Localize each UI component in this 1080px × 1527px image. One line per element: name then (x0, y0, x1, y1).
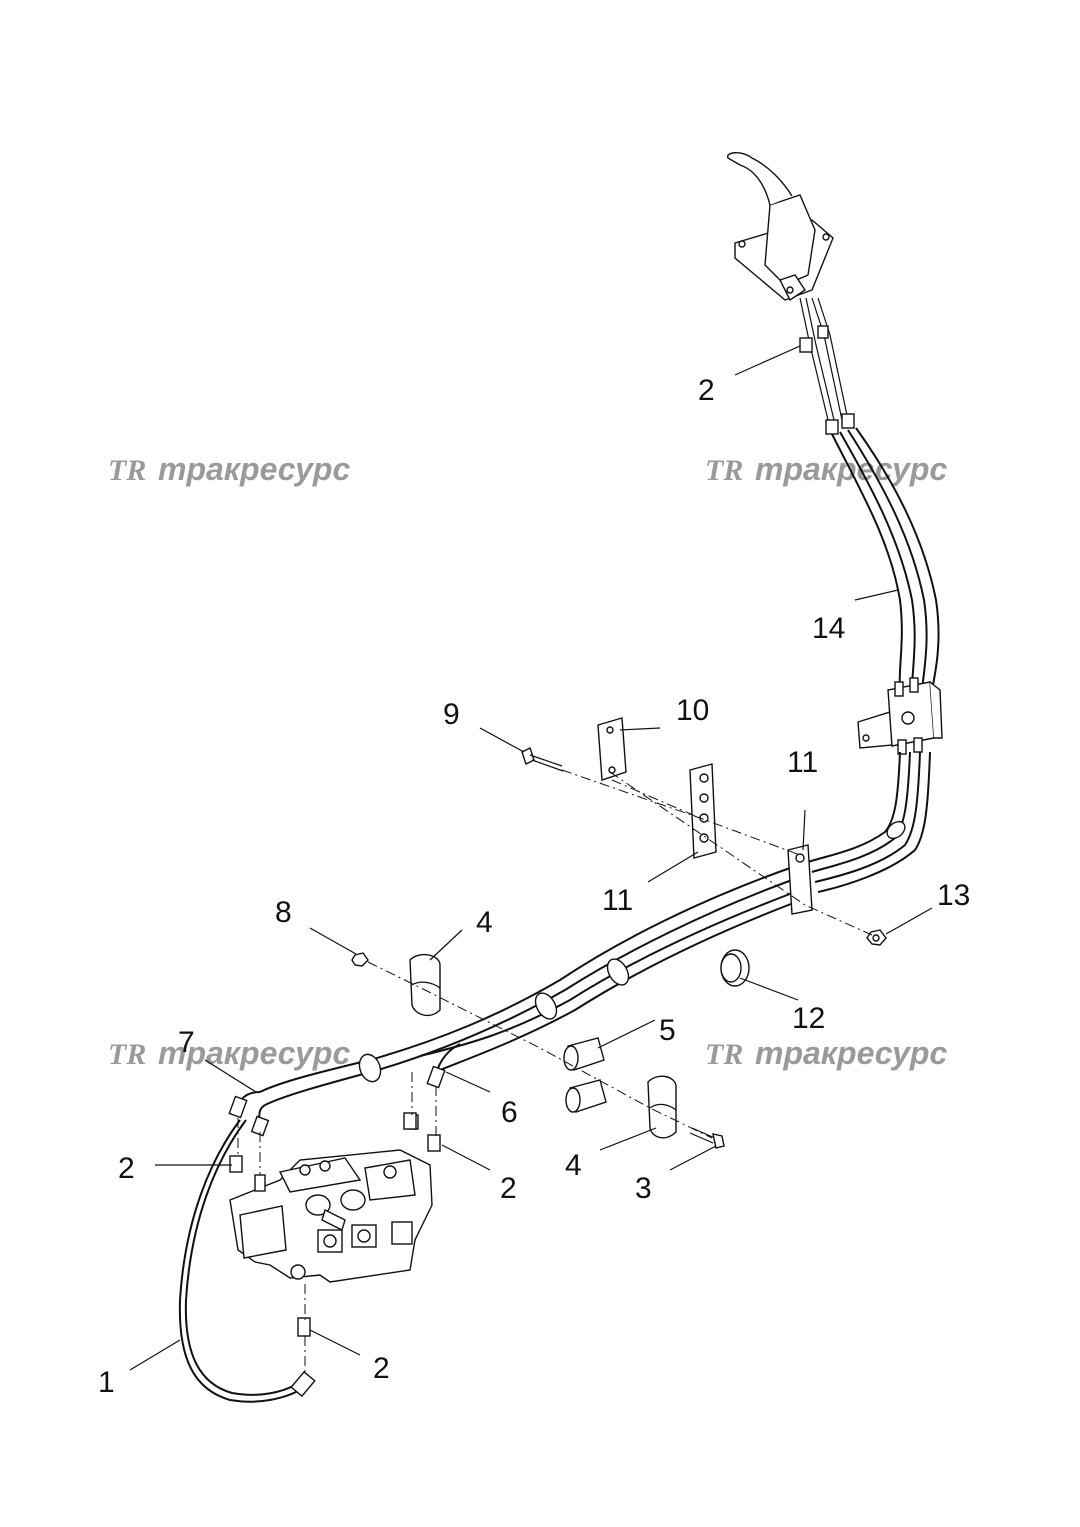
main-control-valve (229, 1114, 441, 1283)
hose-sleeve (534, 992, 558, 1020)
callout-4: 4 (476, 906, 493, 939)
hose-item-6 (426, 1043, 461, 1089)
bolt-item-3 (689, 1127, 725, 1149)
hose-sleeve (358, 1053, 382, 1083)
callout-2: 2 (698, 374, 715, 407)
watermark-bottom-left: TR тракресурс (108, 1035, 350, 1071)
callout-14: 14 (812, 612, 845, 645)
callout-1: 1 (98, 1366, 115, 1399)
callout-13: 13 (937, 879, 970, 912)
leader-lines (129, 345, 933, 1371)
watermark-logo: TR (108, 1038, 146, 1071)
callout-3: 3 (635, 1172, 652, 1205)
joystick-control (727, 152, 834, 302)
fittings-item-2 (297, 1112, 417, 1337)
clamp-item-11-exploded (689, 763, 717, 859)
pilot-valve-block (857, 677, 943, 755)
plug-item-12 (720, 949, 750, 987)
callout-7: 7 (178, 1026, 195, 1059)
callout-9: 9 (443, 698, 460, 731)
sleeve-item-5 (563, 1037, 607, 1113)
callout-5: 5 (659, 1014, 676, 1047)
watermark-text: тракресурс (755, 1035, 947, 1071)
callout-6: 6 (501, 1096, 518, 1129)
lower-hose-bundle (259, 751, 931, 1106)
callout-8: 8 (275, 896, 292, 929)
plate-item-10 (597, 717, 627, 781)
watermark-logo: TR (705, 454, 743, 487)
watermark-text: тракресурс (158, 1035, 350, 1071)
callout-2: 2 (500, 1172, 517, 1205)
hose-item-7 (228, 1091, 261, 1119)
callout-12: 12 (792, 1002, 825, 1035)
clip-item-4-lower (647, 1075, 677, 1139)
callout-2: 2 (373, 1352, 390, 1385)
watermark-top-right: TR тракресурс (705, 451, 947, 487)
hose-bundle-item-14 (831, 427, 940, 691)
hose-item-1 (178, 1104, 316, 1403)
nut-item-13 (866, 929, 887, 946)
watermark-text: тракресурс (755, 451, 947, 487)
clamp-item-11-installed (787, 844, 813, 915)
fitting-item-2-upper (799, 337, 813, 353)
hose-sleeve (606, 958, 630, 986)
nut-item-8 (351, 952, 369, 967)
callout-11: 11 (602, 884, 633, 917)
callout-4: 4 (565, 1149, 582, 1182)
callouts: 2 14 9 10 11 11 13 8 4 12 5 7 6 2 2 4 3 … (98, 374, 970, 1399)
callout-10: 10 (676, 694, 709, 727)
bolt-item-9 (521, 747, 564, 772)
callout-11: 11 (787, 746, 818, 779)
watermark-text: тракресурс (158, 451, 350, 487)
clip-item-4-upper (409, 953, 441, 1017)
watermark-bottom-right: TR тракресурс (705, 1035, 947, 1071)
joystick-pilot-tubes (799, 297, 855, 435)
watermark-logo: TR (108, 454, 146, 487)
assembly-lines (237, 769, 873, 1372)
watermark-logo: TR (705, 1038, 743, 1071)
callout-2: 2 (118, 1152, 135, 1185)
watermark-top-left: TR тракресурс (108, 451, 350, 487)
